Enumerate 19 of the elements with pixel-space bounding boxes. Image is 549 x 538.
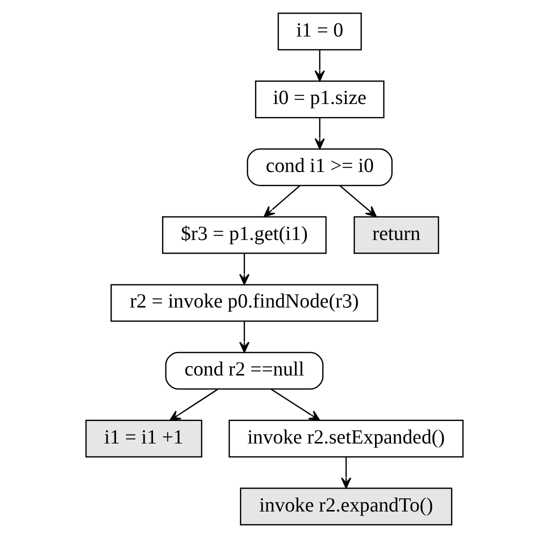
arrow bbox=[169, 388, 218, 421]
node-box: invoke r2.setExpanded() bbox=[228, 420, 464, 458]
node-box: invoke r2.expandTo() bbox=[240, 488, 452, 526]
node-box: cond r2 ==null bbox=[165, 352, 324, 390]
node-box: r2 = invoke p0.findNode(r3) bbox=[110, 284, 378, 322]
node-box: i1 = 0 bbox=[278, 12, 362, 50]
arrow bbox=[239, 254, 250, 286]
arrow bbox=[270, 388, 320, 421]
arrow bbox=[314, 50, 325, 82]
arrow bbox=[339, 185, 377, 218]
arrow bbox=[314, 118, 325, 150]
node-box: i1 = i1 +1 bbox=[85, 420, 202, 458]
arrow bbox=[239, 321, 250, 353]
node-box: cond i1 >= i0 bbox=[246, 148, 393, 186]
node-box: return bbox=[354, 216, 440, 254]
node-box: $r3 = p1.get(i1) bbox=[162, 216, 327, 254]
arrow bbox=[340, 457, 352, 489]
node-box: i0 = p1.size bbox=[255, 80, 384, 118]
arrow bbox=[264, 185, 300, 218]
